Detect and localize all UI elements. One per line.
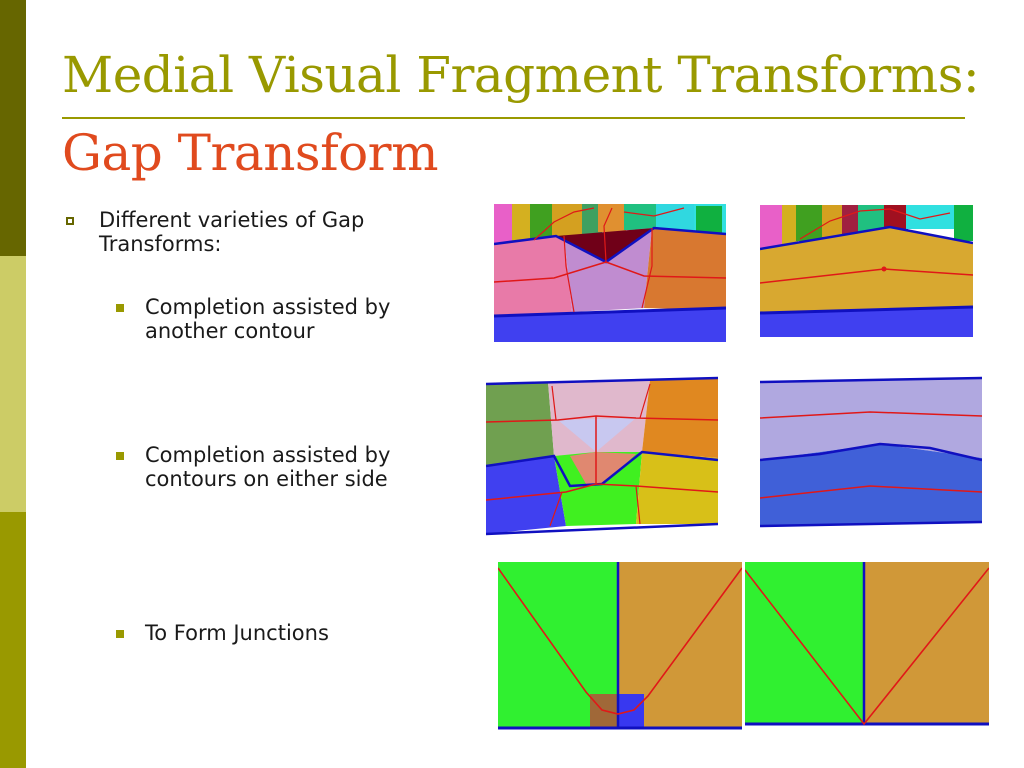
sidebar-stripe-middle [0,256,26,512]
figure-another-contour-before [494,204,726,342]
figure-another-contour-after [760,205,973,337]
title-divider [62,117,965,119]
bullet-sub-3-text: To Form Junctions [145,621,329,645]
hollow-square-bullet-icon [66,217,74,225]
bullet-sub-1-text: Completion assisted by another contour [145,295,391,343]
slide-title: Medial Visual Fragment Transforms: [62,46,980,104]
bullet-main-text: Different varieties of Gap Transforms: [99,208,365,256]
filled-square-bullet-icon [116,630,124,638]
figure-junctions-before [498,562,742,732]
slide-subtitle: Gap Transform [62,124,439,182]
sidebar-stripe-top [0,0,26,256]
sidebar-stripe-bottom [0,512,26,768]
figure-junctions-after [745,562,989,728]
filled-square-bullet-icon [116,304,124,312]
bullet-sub-2-text: Completion assisted by contours on eithe… [145,443,391,491]
filled-square-bullet-icon [116,452,124,460]
figure-either-side-before [486,376,718,536]
figure-either-side-after [760,376,982,528]
